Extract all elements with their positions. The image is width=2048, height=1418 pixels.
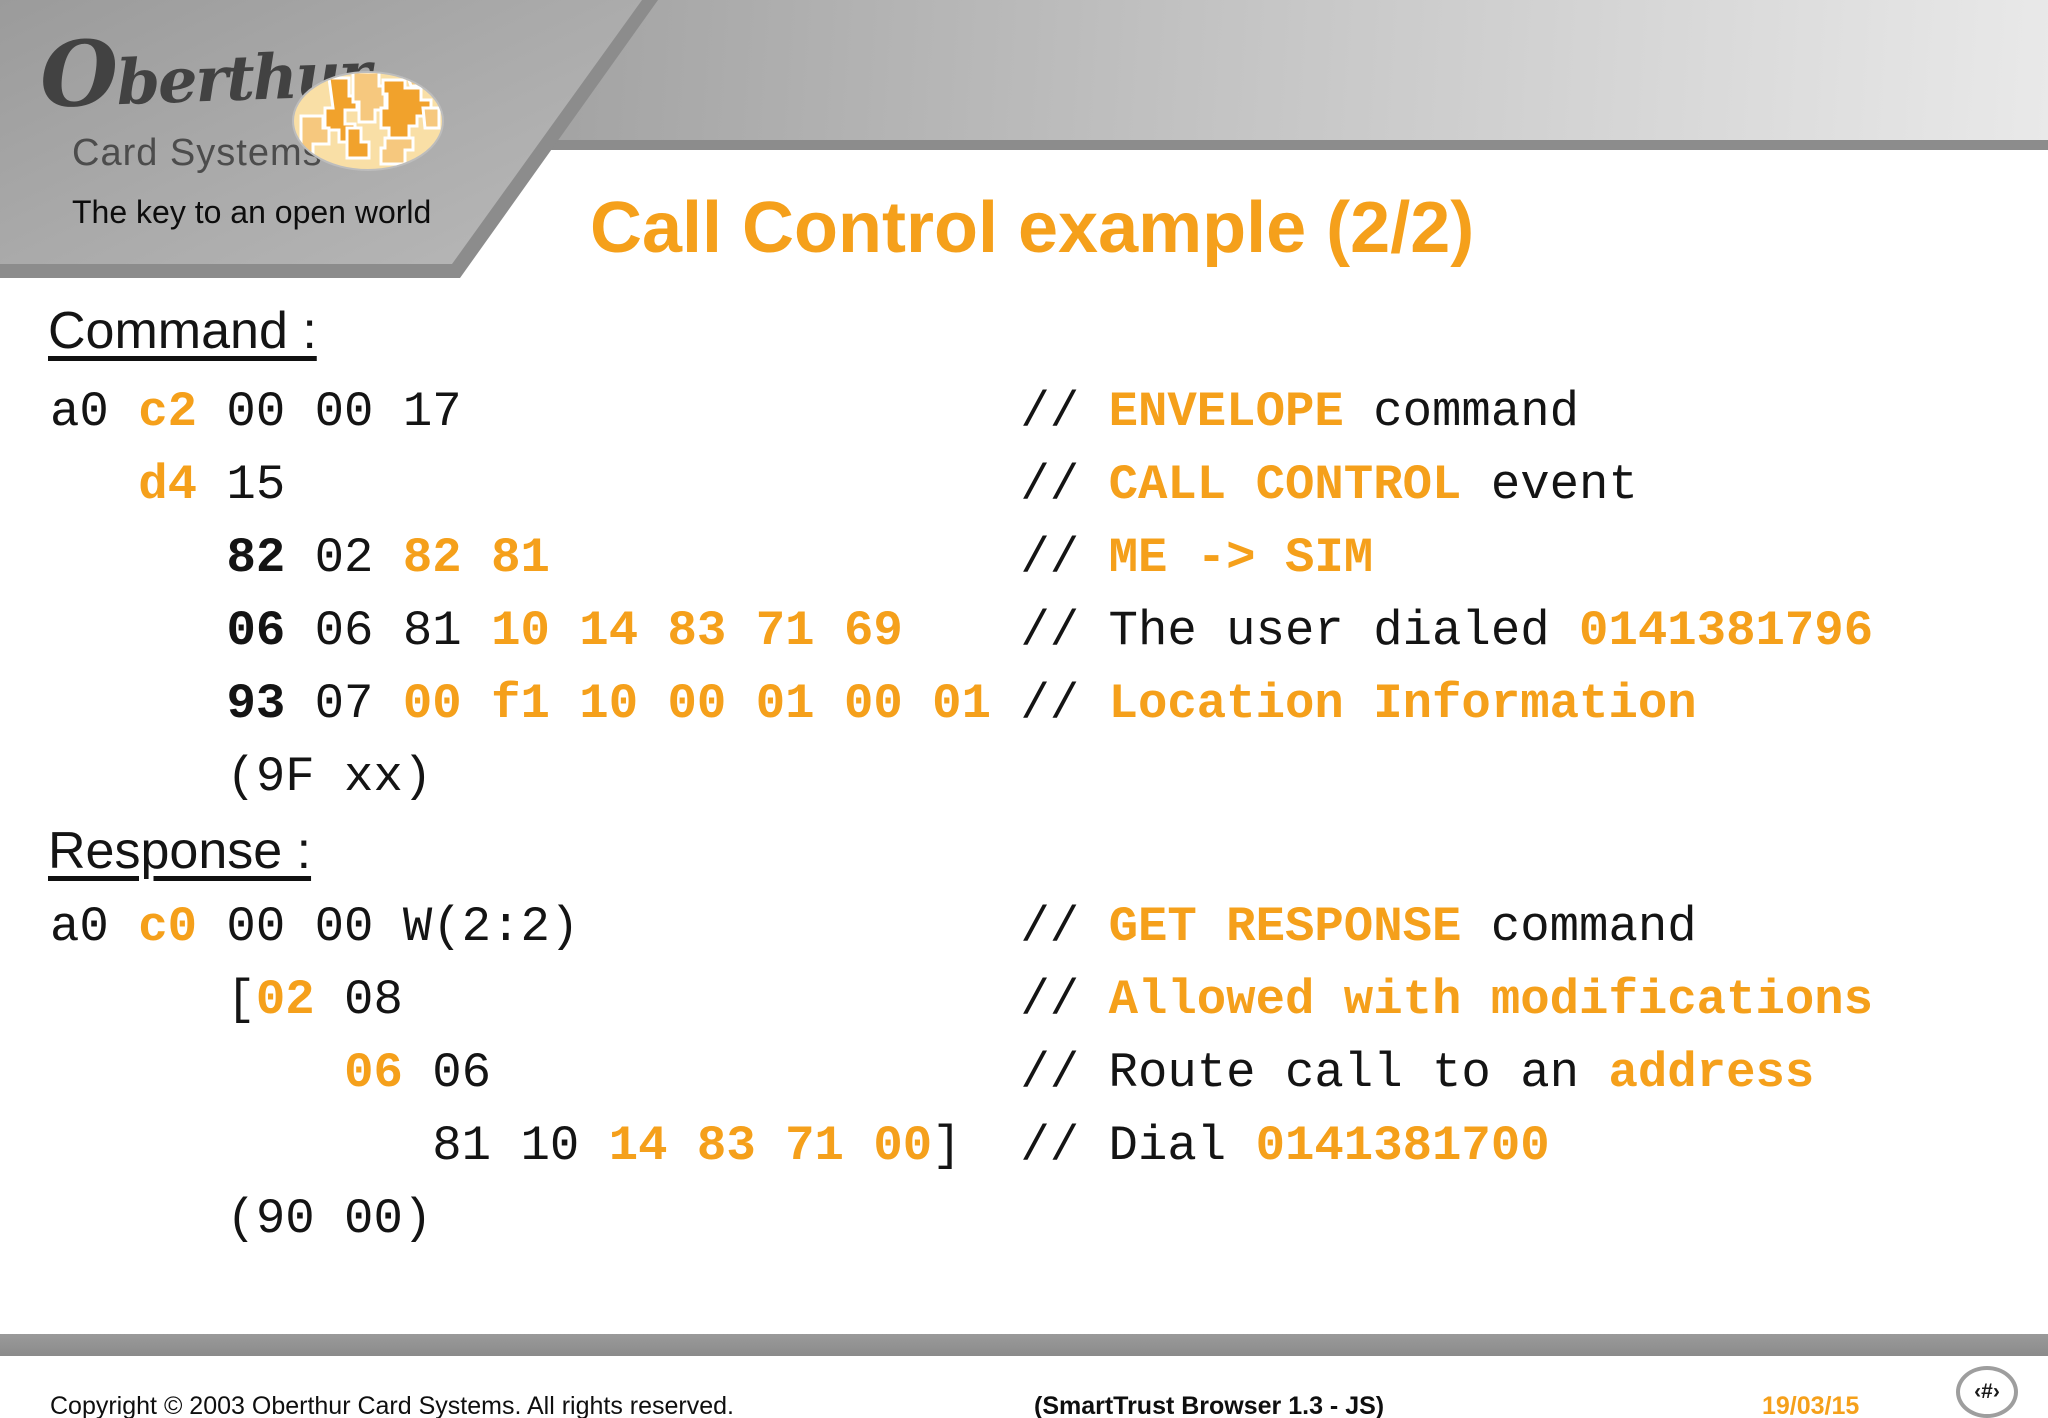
code-segment: d4 bbox=[138, 457, 198, 513]
code-segment: // bbox=[1020, 384, 1109, 440]
slide-title: Call Control example (2/2) bbox=[590, 188, 1475, 268]
code-line: 93 07 00 f1 10 00 01 00 01 // Location In… bbox=[50, 668, 2048, 741]
code-bytes: d4 15 bbox=[50, 457, 285, 513]
code-comment: // Location Information bbox=[1020, 668, 1696, 741]
code-segment: // Route call to an bbox=[1020, 1045, 1609, 1101]
footer-center-note: (SmartTrust Browser 1.3 - JS) bbox=[1034, 1392, 1385, 1418]
code-segment: 81 10 bbox=[50, 1118, 609, 1174]
command-code-block: a0 c2 00 00 17 // ENVELOPE command d4 15 /… bbox=[50, 376, 2048, 814]
slide-number-placeholder: ‹#› bbox=[1956, 1366, 2018, 1418]
code-segment: 00 00 17 bbox=[197, 384, 462, 440]
code-segment bbox=[50, 603, 226, 659]
code-line: a0 c2 00 00 17 // ENVELOPE command bbox=[50, 376, 2048, 449]
code-segment: GET RESPONSE bbox=[1108, 899, 1462, 955]
code-segment bbox=[50, 1045, 344, 1101]
code-segment: // bbox=[1020, 676, 1109, 732]
code-bytes: [02 08 bbox=[50, 972, 403, 1028]
code-segment: event bbox=[1461, 457, 1638, 513]
code-bytes: 06 06 81 10 14 83 71 69 bbox=[50, 603, 903, 659]
code-segment: 15 bbox=[197, 457, 286, 513]
code-bytes: a0 c2 00 00 17 bbox=[50, 384, 462, 440]
code-bytes: (9F xx) bbox=[50, 749, 432, 805]
code-segment: 06 bbox=[402, 1045, 492, 1101]
code-comment: // The user dialed 0141381796 bbox=[1020, 595, 1873, 668]
code-segment: 10 14 83 71 69 bbox=[491, 603, 903, 659]
code-segment: (90 00) bbox=[50, 1191, 433, 1247]
code-segment: 00 00 W(2:2) bbox=[197, 899, 580, 955]
code-segment: command bbox=[1461, 899, 1697, 955]
code-segment: [ bbox=[50, 972, 256, 1028]
code-segment bbox=[50, 457, 138, 513]
code-segment: a0 bbox=[50, 899, 139, 955]
code-segment: a0 bbox=[50, 384, 139, 440]
code-segment: // bbox=[1020, 530, 1109, 586]
code-segment: 06 81 bbox=[285, 603, 492, 659]
code-comment: // CALL CONTROL event bbox=[1020, 449, 1638, 522]
code-bytes: 81 10 14 83 71 00] bbox=[50, 1118, 962, 1174]
code-bytes: a0 c0 00 00 W(2:2) bbox=[50, 899, 579, 955]
code-segment: // The user dialed bbox=[1020, 603, 1580, 659]
code-segment: ] bbox=[932, 1118, 962, 1174]
code-comment: // Dial 0141381700 bbox=[1020, 1110, 1549, 1183]
code-segment: 82 bbox=[226, 530, 286, 586]
code-segment: // bbox=[1020, 899, 1109, 955]
code-line: 06 06 // Route call to an address bbox=[50, 1037, 2048, 1110]
code-line: (90 00) bbox=[50, 1183, 2048, 1256]
code-segment: command bbox=[1343, 384, 1580, 440]
code-segment bbox=[50, 676, 226, 732]
code-line: 81 10 14 83 71 00] // Dial 0141381700 bbox=[50, 1110, 2048, 1183]
code-line: (9F xx) bbox=[50, 741, 2048, 814]
code-segment: ME -> SIM bbox=[1108, 530, 1374, 586]
header-band-trim bbox=[0, 140, 2048, 150]
code-comment: // ME -> SIM bbox=[1020, 522, 1373, 595]
code-comment: // GET RESPONSE command bbox=[1020, 891, 1696, 964]
code-segment: // bbox=[1020, 457, 1109, 513]
code-segment bbox=[50, 530, 226, 586]
globe-logo-icon bbox=[292, 71, 444, 171]
code-segment: 02 bbox=[285, 530, 403, 586]
code-segment: (9F xx) bbox=[50, 749, 433, 805]
code-segment: 07 bbox=[285, 676, 403, 732]
code-segment: address bbox=[1608, 1045, 1815, 1101]
response-heading: Response : bbox=[48, 822, 312, 880]
code-segment: 06 bbox=[344, 1045, 403, 1101]
command-heading: Command : bbox=[48, 302, 317, 360]
code-line: 06 06 81 10 14 83 71 69 // The user diale… bbox=[50, 595, 2048, 668]
slide-number-glyph: ‹#› bbox=[1974, 1380, 2000, 1403]
code-segment: 93 bbox=[226, 676, 286, 732]
code-segment: // bbox=[1020, 972, 1109, 1028]
code-bytes: 93 07 00 f1 10 00 01 00 01 bbox=[50, 676, 991, 732]
code-line: [02 08 // Allowed with modifications bbox=[50, 964, 2048, 1037]
footer-copyright: Copyright © 2003 Oberthur Card Systems. … bbox=[50, 1392, 734, 1418]
code-segment: 06 bbox=[226, 603, 286, 659]
code-line: d4 15 // CALL CONTROL event bbox=[50, 449, 2048, 522]
code-segment: 08 bbox=[314, 972, 403, 1028]
code-line: a0 c0 00 00 W(2:2) // GET RESPONSE comman… bbox=[50, 891, 2048, 964]
code-bytes: 82 02 82 81 bbox=[50, 530, 550, 586]
code-comment: // ENVELOPE command bbox=[1020, 376, 1579, 449]
code-segment: Allowed with modifications bbox=[1108, 972, 1874, 1028]
code-comment: // Route call to an address bbox=[1020, 1037, 1814, 1110]
code-segment: c2 bbox=[138, 384, 198, 440]
code-segment: 0141381796 bbox=[1579, 603, 1874, 659]
code-segment: 14 83 71 00 bbox=[608, 1118, 933, 1174]
code-comment: // Allowed with modifications bbox=[1020, 964, 1873, 1037]
brand-tagline: The key to an open world bbox=[72, 194, 432, 230]
brand-subtitle: Card Systems bbox=[72, 132, 323, 174]
code-segment: ENVELOPE bbox=[1108, 384, 1344, 440]
code-segment: 00 f1 10 00 01 00 01 bbox=[402, 676, 991, 732]
code-segment: 02 bbox=[255, 972, 315, 1028]
code-segment: CALL CONTROL bbox=[1108, 457, 1462, 513]
code-bytes: 06 06 bbox=[50, 1045, 491, 1101]
code-segment: // Dial bbox=[1020, 1118, 1256, 1174]
footer-divider-bar bbox=[0, 1334, 2048, 1356]
response-code-block: a0 c0 00 00 W(2:2) // GET RESPONSE comman… bbox=[50, 891, 2048, 1256]
code-segment: 0141381700 bbox=[1255, 1118, 1550, 1174]
code-bytes: (90 00) bbox=[50, 1191, 432, 1247]
footer-date: 19/03/15 bbox=[1762, 1392, 1860, 1418]
code-segment: c0 bbox=[138, 899, 198, 955]
code-line: 82 02 82 81 // ME -> SIM bbox=[50, 522, 2048, 595]
code-segment: Location Information bbox=[1108, 676, 1697, 732]
code-segment: 82 81 bbox=[402, 530, 550, 586]
